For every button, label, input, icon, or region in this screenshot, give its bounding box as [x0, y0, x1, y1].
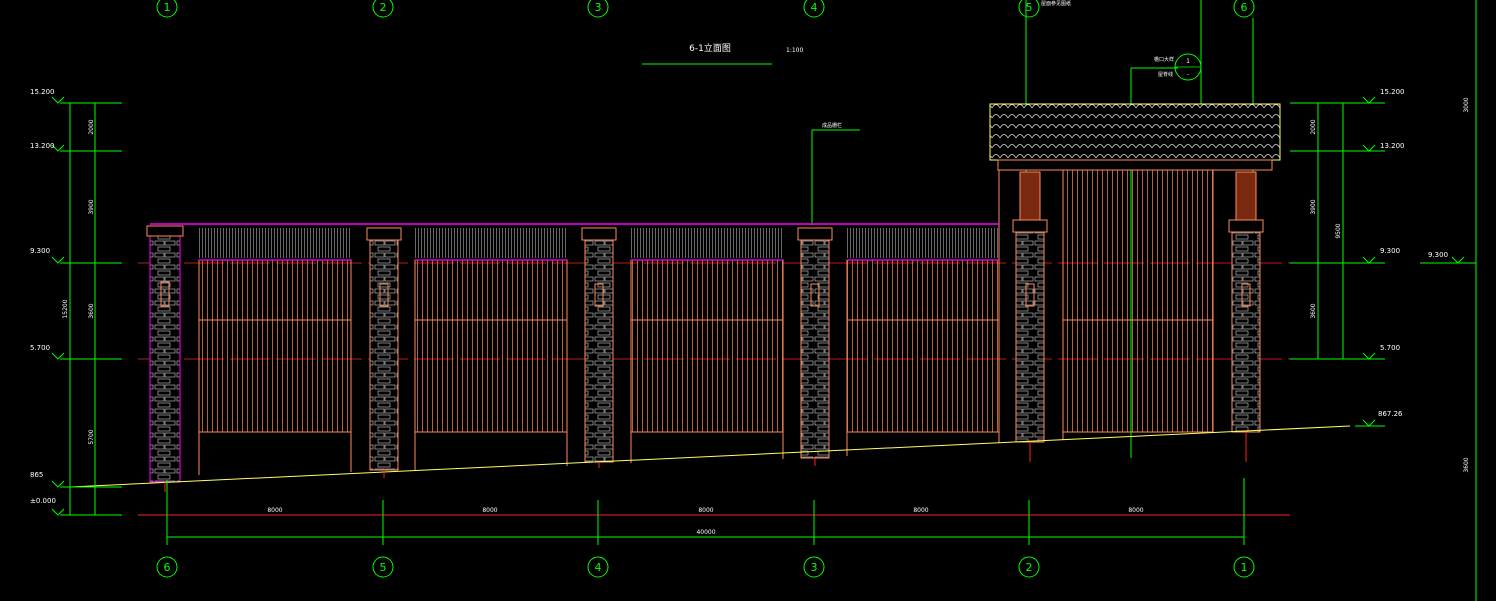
- dim-label: 5700: [88, 429, 95, 444]
- level-label: 865: [30, 471, 43, 479]
- dim-total: 15200: [62, 299, 69, 318]
- dim-label: 3600: [1310, 303, 1317, 318]
- bottom-axis-label: 6: [164, 561, 171, 574]
- level-label: 13.200: [1380, 142, 1405, 150]
- right-levels: 15.200 13.200 9.300 5.700 867.26 2000 39…: [1290, 88, 1405, 427]
- dim-label: 2000: [1310, 119, 1317, 134]
- level-label: 13.200: [30, 142, 55, 150]
- detail-callout-sheet: -: [1187, 71, 1189, 78]
- dim-label: 3000: [1463, 97, 1470, 112]
- top-axis-label: 2: [380, 1, 387, 14]
- bay-dim: 8000: [482, 507, 497, 514]
- detail-label: 屋脊线: [1158, 71, 1173, 78]
- level-label: 5.700: [30, 344, 50, 352]
- material-note: 成品栅栏: [822, 122, 842, 129]
- level-label: 5.700: [1380, 344, 1400, 352]
- bay-dim: 8000: [267, 507, 282, 514]
- drawing-title: 6-1立面图: [689, 42, 731, 54]
- bay-dim: 8000: [913, 507, 928, 514]
- detail-label: 檐口大样: [1154, 56, 1174, 63]
- ground-line: [69, 425, 1351, 488]
- dim-label: 3600: [88, 303, 95, 318]
- detail-callout-number: 1: [1186, 58, 1190, 65]
- gate-roof: [989, 103, 1281, 171]
- top-axis-group: 1 2 3 4 5 6: [156, 0, 1255, 18]
- level-label: 867.26: [1378, 410, 1403, 418]
- bottom-axis-label: 1: [1241, 561, 1248, 574]
- level-label: ±0.000: [30, 497, 56, 505]
- dim-label: 3900: [1310, 199, 1317, 214]
- bottom-axis-label: 4: [595, 561, 602, 574]
- drawing-scale: 1:100: [786, 47, 803, 54]
- dim-label: 3600: [1463, 457, 1470, 472]
- level-label: 9.300: [30, 247, 50, 255]
- level-label: 9.300: [1428, 251, 1448, 259]
- dim-total: 9500: [1335, 223, 1342, 238]
- bottom-dims: 8000 8000 8000 8000 8000 40000: [138, 478, 1290, 545]
- top-axis-label: 3: [595, 1, 602, 14]
- level-label: 15.200: [1380, 88, 1405, 96]
- level-label: 15.200: [30, 88, 55, 96]
- bay-dim: 8000: [698, 507, 713, 514]
- stone-pillars: [146, 171, 1264, 483]
- bottom-axis-label: 2: [1026, 561, 1033, 574]
- fence-panels: [198, 169, 1214, 475]
- total-dim: 40000: [696, 529, 715, 536]
- bottom-axis-group: 6 5 4 3 2 1: [156, 556, 1255, 578]
- dim-label: 2000: [88, 119, 95, 134]
- top-axis-label: 1: [164, 1, 171, 14]
- top-axis-label: 6: [1241, 1, 1248, 14]
- dim-label: 3900: [88, 199, 95, 214]
- bottom-axis-label: 5: [380, 561, 387, 574]
- level-label: 9.300: [1380, 247, 1400, 255]
- far-right-dims: 9.300 3000 3600: [1420, 0, 1477, 601]
- top-axis-label: 5: [1026, 1, 1033, 14]
- top-axis-label: 4: [811, 1, 818, 14]
- left-levels: 15.200 13.200 9.300 5.700 865 ±0.000 200…: [30, 88, 122, 516]
- bottom-axis-label: 3: [811, 561, 818, 574]
- roof-note: 屋面参见图纸: [1041, 0, 1071, 7]
- bay-dim: 8000: [1128, 507, 1143, 514]
